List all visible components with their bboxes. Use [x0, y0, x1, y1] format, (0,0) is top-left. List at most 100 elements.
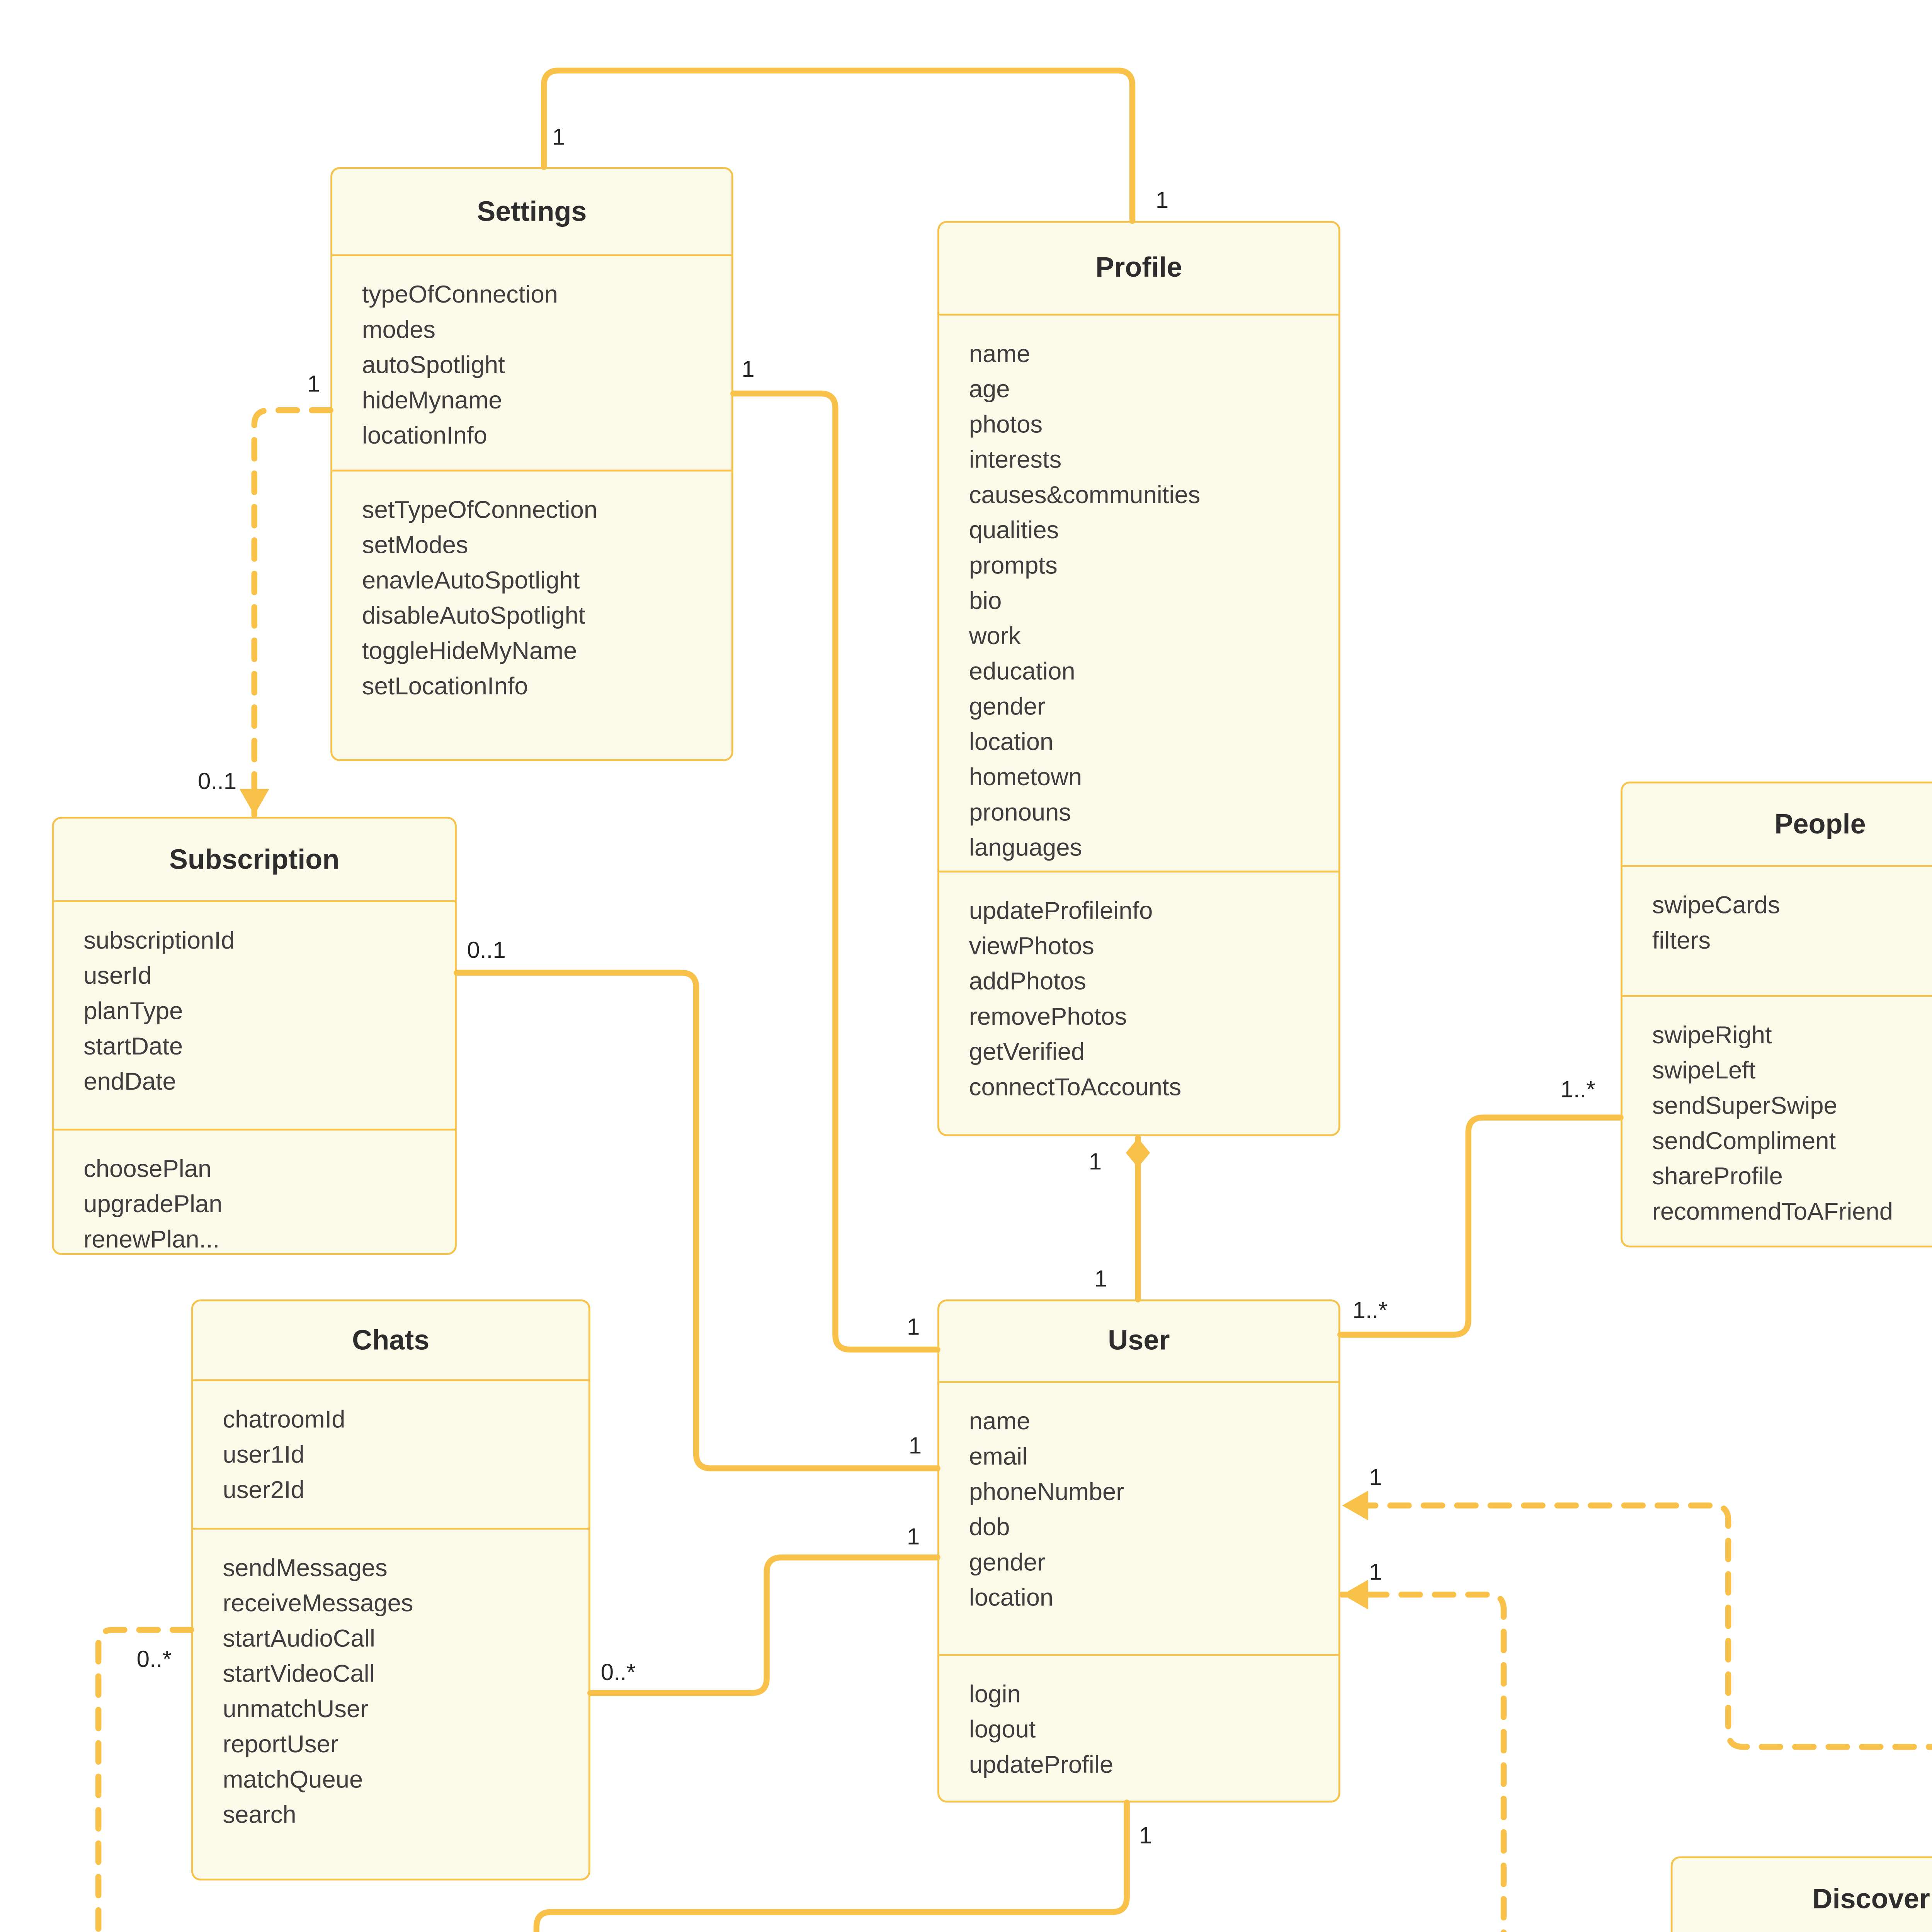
connector-chats-user: [587, 1554, 940, 1696]
connector-discover-user: [1339, 1592, 1507, 1932]
attributes-row: hometown: [969, 763, 1082, 791]
arrowhead-settings-subscription: [239, 789, 269, 815]
methods-row: sendCompliment: [1652, 1127, 1836, 1155]
methods-row: setLocationInfo: [362, 672, 528, 700]
methods-row: receiveMessages: [223, 1589, 413, 1617]
methods-row: search: [223, 1801, 296, 1829]
methods-row: swipeRight: [1652, 1021, 1772, 1049]
attributes-row: autoSpotlight: [362, 350, 505, 379]
attributes-row: modes: [362, 315, 436, 344]
class-title: Subscription: [169, 844, 340, 876]
composition-diamond-profile-user: [1126, 1138, 1150, 1168]
methods-section: choosePlan upgradePlan renewPlan...: [54, 1128, 455, 1251]
methods-row: matchQueue: [223, 1765, 363, 1793]
attributes-row: bio: [969, 587, 1002, 615]
attributes-row: gender: [969, 692, 1046, 721]
methods-row: setModes: [362, 531, 468, 559]
class-title: User: [1108, 1325, 1170, 1357]
attributes-row: userId: [83, 961, 152, 990]
attributes-row: swipeCards: [1652, 891, 1780, 919]
attributes-row: typeOfConnection: [362, 280, 558, 308]
attributes-row: qualities: [969, 516, 1059, 544]
arrowhead-discover-user: [1342, 1580, 1368, 1610]
class-title: Chats: [352, 1324, 430, 1356]
class-discover[interactable]: DiscoverrecommendedForYousimilarInterest…: [1670, 1856, 1932, 1932]
attributes-row: interests: [969, 446, 1062, 474]
multiplicity-label: 1: [1369, 1559, 1382, 1585]
attributes-row: name: [969, 1407, 1031, 1435]
attributes-section: swipeCards filters: [1622, 865, 1932, 995]
attributes-section: subscriptionId userId planType startDate end…: [54, 900, 455, 1129]
attributes-row: subscriptionId: [83, 926, 235, 954]
connector-settings-subscription: [251, 407, 333, 818]
class-settings[interactable]: Settings typeOfConnection modes autoSpotlig…: [330, 167, 733, 761]
methods-row: renewPlan...: [83, 1225, 220, 1251]
methods-row: setTypeOfConnection: [362, 495, 598, 524]
methods-section: setTypeOfConnection setModes enavleAutoSpo…: [332, 469, 731, 757]
attributes-row: location: [969, 728, 1054, 756]
multiplicity-label: 0..1: [467, 937, 506, 964]
methods-row: updateProfile: [969, 1750, 1114, 1779]
attributes-row: filters: [1652, 926, 1711, 954]
methods-row: viewPhotos: [969, 932, 1094, 960]
attributes-row: user2Id: [223, 1476, 304, 1504]
multiplicity-label: 1: [1094, 1266, 1107, 1292]
connector-settings-user: [730, 390, 940, 1353]
methods-row: disableAutoSpotlight: [362, 601, 585, 629]
methods-row: login: [969, 1680, 1021, 1708]
methods-row: sendMessages: [223, 1554, 388, 1582]
methods-row: choosePlan: [83, 1155, 212, 1183]
multiplicity-label: 1: [552, 124, 565, 151]
attributes-row: age: [969, 375, 1010, 403]
connector-user-likedyou: [533, 1799, 1130, 1932]
arrowhead-match-user: [1342, 1490, 1368, 1520]
attributes-row: planType: [83, 997, 183, 1025]
methods-row: getVerified: [969, 1037, 1085, 1066]
class-title: Profile: [1095, 252, 1182, 284]
multiplicity-label: 0..*: [136, 1646, 172, 1673]
class-title: Discover: [1812, 1883, 1930, 1915]
class-subscription[interactable]: Subscription subscriptionId userId planType…: [52, 816, 457, 1255]
multiplicity-label: 1: [1139, 1823, 1152, 1849]
attributes-row: name: [969, 340, 1031, 368]
multiplicity-label: 1: [1155, 187, 1169, 214]
multiplicity-label: 0..*: [600, 1659, 636, 1686]
multiplicity-label: 0..1: [197, 768, 237, 795]
attributes-row: endDate: [83, 1067, 176, 1095]
methods-row: startAudioCall: [223, 1624, 375, 1652]
attributes-row: startDate: [83, 1032, 183, 1060]
multiplicity-label: 1: [1088, 1149, 1102, 1175]
multiplicity-label: 1: [742, 356, 755, 383]
multiplicity-label: 1: [1369, 1464, 1382, 1491]
class-title: Settings: [477, 196, 587, 228]
attributes-row: locationInfo: [362, 421, 487, 449]
methods-row: enavleAutoSpotlight: [362, 566, 580, 594]
multiplicity-label: 1: [906, 1314, 920, 1340]
methods-row: addPhotos: [969, 967, 1086, 995]
methods-section: sendMessages receiveMessages startAudioCal…: [193, 1527, 588, 1876]
attributes-row: languages: [969, 833, 1082, 862]
attributes-row: photos: [969, 410, 1043, 438]
connector-match-user: [1339, 1502, 1932, 1750]
attributes-row: education: [969, 657, 1075, 685]
attributes-row: work: [969, 622, 1021, 650]
methods-row: startVideoCall: [223, 1659, 375, 1688]
methods-row: connectToAccounts: [969, 1073, 1182, 1101]
methods-row: upgradePlan: [83, 1190, 223, 1218]
methods-row: recommendToAFriend: [1652, 1197, 1893, 1225]
multiplicity-label: 1..*: [1352, 1298, 1388, 1324]
methods-row: removePhotos: [969, 1002, 1127, 1031]
multiplicity-label: 1: [908, 1433, 922, 1459]
